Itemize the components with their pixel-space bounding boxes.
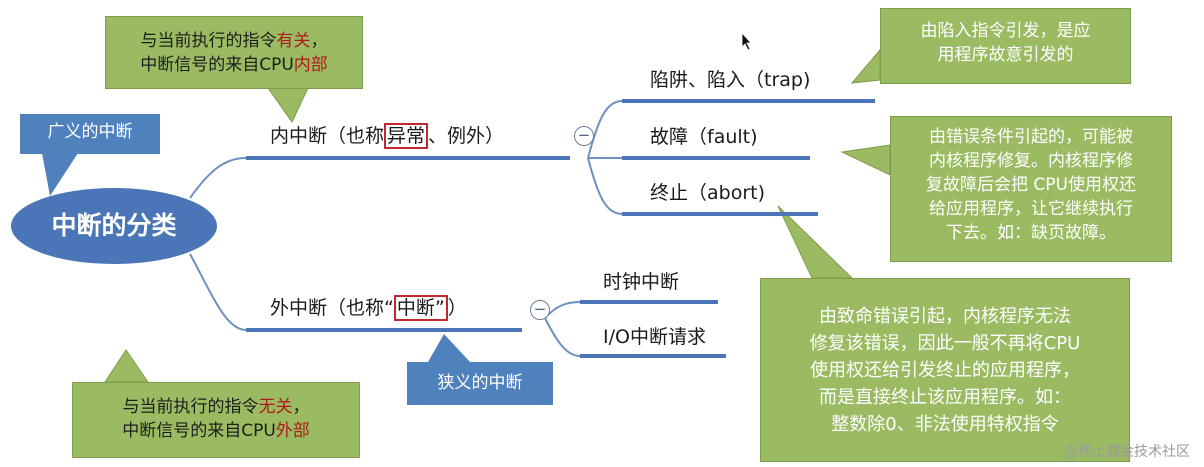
watermark: @稀土掘金技术社区 <box>1064 444 1190 460</box>
abort-note-line2: 修复该错误，因此一般不再将CPU <box>809 333 1081 354</box>
fault-note: 由错误条件引起的，可能被 内核程序修复。内核程序修 复故障后会把 CPU使用权还… <box>890 116 1172 262</box>
fault-note-line5: 下去。如：缺页故障。 <box>946 223 1116 243</box>
trap-label: 陷阱、陷入（trap) <box>650 69 811 91</box>
internal-note-pointer <box>267 87 309 123</box>
internal-note-line1: 与当前执行的指令有关， <box>140 31 328 51</box>
internal-collapse-icon[interactable]: − <box>574 126 594 146</box>
fault-note-line3: 复故障后会把 CPU使用权还 <box>926 175 1136 195</box>
abort-note: 由致命错误引起，内核程序无法 修复该错误，因此一般不再将CPU 使用权还给引发终… <box>760 278 1130 462</box>
external-collapse-icon[interactable]: − <box>530 300 550 320</box>
io-interrupt-label: I/O中断请求 <box>603 326 706 348</box>
narrow-interrupt-tag-text: 狭义的中断 <box>437 373 523 393</box>
trap-note-pointer <box>850 48 881 84</box>
external-label-suffix: ） <box>447 297 467 319</box>
broad-interrupt-tag-text: 广义的中断 <box>47 122 133 142</box>
fault-node[interactable]: 故障（fault) <box>650 125 758 149</box>
external-note-pointer <box>104 349 149 383</box>
internal-label-prefix: 内中断（也称 <box>270 125 385 147</box>
root-to-external-curve <box>189 253 247 331</box>
abort-note-pointer <box>777 205 854 279</box>
external-to-io-curve <box>544 317 581 357</box>
internal-note-line2: 中断信号的来自CPU内部 <box>140 55 328 75</box>
abort-note-line5: 整数除0、非法使用特权指令 <box>831 414 1059 435</box>
external-note-line2: 中断信号的来自CPU外部 <box>122 421 310 441</box>
clock-interrupt-label: 时钟中断 <box>603 271 680 293</box>
abort-label: 终止（abort) <box>650 182 766 204</box>
internal-label-highlighted: 异常 <box>384 123 429 149</box>
mouse-cursor-icon <box>741 31 752 51</box>
root-to-internal-curve <box>189 157 247 199</box>
narrow-tag-pointer <box>428 334 470 362</box>
abort-node[interactable]: 终止（abort) <box>650 181 765 205</box>
narrow-interrupt-tag: 狭义的中断 <box>407 362 553 405</box>
clock-interrupt-node[interactable]: 时钟中断 <box>603 270 679 294</box>
trap-note-line2: 用程序故意引发的 <box>937 45 1074 65</box>
abort-note-line4: 而是直接终止该应用程序。如： <box>819 387 1071 408</box>
trap-note: 由陷入指令引发，是应 用程序故意引发的 <box>880 8 1131 84</box>
abort-note-line1: 由致命错误引起，内核程序无法 <box>819 306 1071 327</box>
broad-interrupt-tag: 广义的中断 <box>20 114 160 154</box>
trap-note-line1: 由陷入指令引发，是应 <box>920 21 1091 41</box>
internal-label-suffix: 、例外） <box>428 125 505 147</box>
external-to-clock-curve <box>544 301 581 319</box>
external-label-highlighted: 中断” <box>393 295 448 321</box>
fault-label: 故障（fault) <box>650 126 758 148</box>
internal-to-abort-curve <box>587 157 623 215</box>
fault-note-pointer <box>840 144 891 176</box>
root-node[interactable]: 中断的分类 <box>11 188 217 264</box>
external-note-line1: 与当前执行的指令无关， <box>122 397 310 417</box>
root-node-label: 中断的分类 <box>51 211 177 240</box>
fault-note-line1: 由错误条件引起的，可能被 <box>929 127 1133 147</box>
internal-interrupt-node[interactable]: 内中断（也称异常、例外） <box>270 123 505 149</box>
external-label-prefix: 外中断（也称“ <box>270 297 394 319</box>
io-interrupt-node[interactable]: I/O中断请求 <box>603 325 706 349</box>
internal-to-trap-curve <box>587 100 623 159</box>
trap-node[interactable]: 陷阱、陷入（trap) <box>650 68 810 92</box>
internal-interrupt-note: 与当前执行的指令有关， 中断信号的来自CPU内部 <box>105 16 363 89</box>
abort-note-line3: 使用权还给引发终止的应用程序， <box>810 360 1080 381</box>
fault-note-line2: 内核程序修复。内核程序修 <box>929 151 1133 171</box>
broad-tag-pointer <box>42 153 78 196</box>
external-interrupt-node[interactable]: 外中断（也称“中断”） <box>270 295 467 321</box>
fault-note-line4: 给应用程序，让它继续执行 <box>929 199 1133 219</box>
external-interrupt-note: 与当前执行的指令无关， 中断信号的来自CPU外部 <box>72 382 360 458</box>
